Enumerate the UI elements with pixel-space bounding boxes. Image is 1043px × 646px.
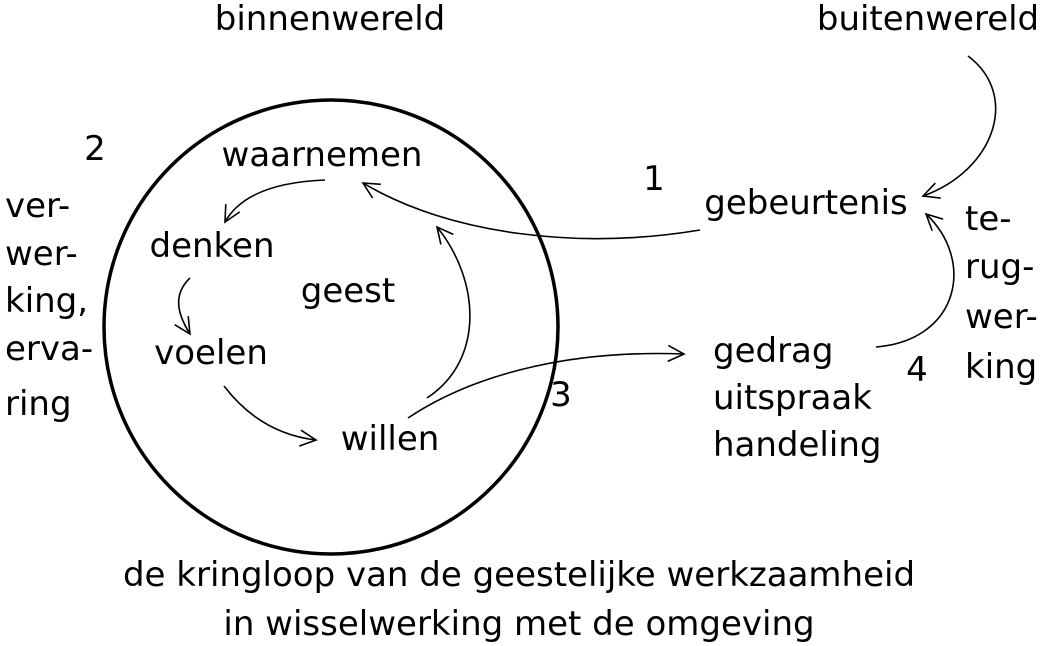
label-terugwerking-4: king — [965, 347, 1037, 387]
label-willen: willen — [341, 419, 440, 459]
label-verwerking-5: ring — [5, 384, 72, 424]
label-terugwerking-1: te- — [965, 199, 1012, 239]
label-verwerking-4: erva- — [5, 329, 93, 369]
label-binnenwereld: binnenwereld — [215, 0, 446, 39]
arrow-willen-to-gedrag — [407, 344, 686, 419]
step-number-4: 4 — [906, 350, 928, 390]
label-waarnemen: waarnemen — [222, 135, 423, 175]
label-handeling: handeling — [713, 425, 881, 465]
caption-line-1: de kringloop van de geestelijke werkzaam… — [123, 555, 915, 595]
label-geest: geest — [301, 271, 395, 311]
arrow-buitenwereld-to-gebeurtenis — [921, 55, 997, 199]
label-verwerking-2: wer- — [5, 234, 78, 274]
label-verwerking-1: ver- — [5, 186, 70, 226]
mind-circle — [102, 98, 560, 556]
arrow-gedrag-to-gebeurtenis — [875, 212, 955, 348]
caption-line-2: in wisselwerking met de omgeving — [223, 604, 814, 644]
step-number-2: 2 — [84, 129, 106, 169]
arrow-gebeurtenis-to-waarnemen — [361, 182, 701, 240]
label-voelen: voelen — [154, 333, 268, 373]
arrow-waarnemen-to-denken — [224, 179, 326, 224]
label-verwerking-3: king, — [5, 281, 88, 321]
arrow-voelen-to-willen — [223, 385, 318, 447]
step-number-1: 1 — [643, 159, 665, 199]
step-number-3: 3 — [550, 375, 572, 415]
label-gedrag: gedrag — [713, 331, 833, 371]
label-uitspraak: uitspraak — [713, 378, 872, 418]
label-terugwerking-3: wer- — [965, 297, 1038, 337]
arrow-denken-to-voelen — [174, 277, 191, 336]
label-terugwerking-2: rug- — [965, 247, 1034, 287]
label-denken: denken — [150, 226, 275, 266]
label-gebeurtenis: gebeurtenis — [704, 183, 908, 223]
label-buitenwereld: buitenwereld — [817, 0, 1039, 39]
arrow-willen-to-waarnemen — [426, 225, 471, 399]
